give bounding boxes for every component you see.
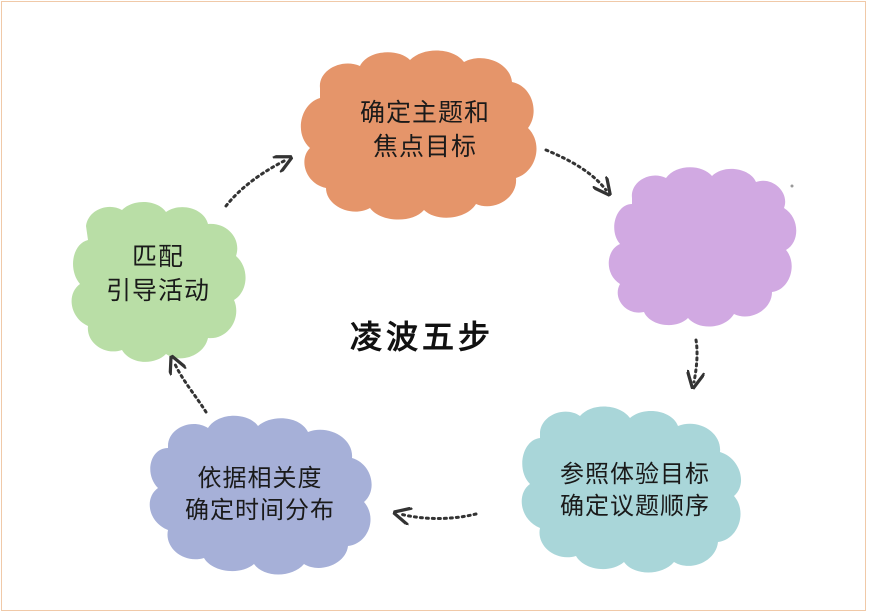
step-3-line-1: 参照体验目标 xyxy=(560,460,710,488)
step-5-line-1: 匹配 xyxy=(131,242,184,271)
cloud-step-4 xyxy=(149,415,372,575)
step-5-line-2: 引导活动 xyxy=(105,275,210,305)
step-4-line-2: 确定时间分布 xyxy=(185,496,335,525)
diagram-title: 凌波五步 xyxy=(349,318,494,356)
step-1-line-1: 确定主题和 xyxy=(359,98,490,127)
step-3-label: 参照体验目标 确定议题顺序 xyxy=(530,458,740,523)
arrow-4-to-5 xyxy=(174,362,208,414)
cloud-step-2 xyxy=(608,167,797,327)
step-5-label: 匹配 引导活动 xyxy=(78,240,238,308)
cloud-step-5 xyxy=(71,201,246,362)
arrow-1-to-2 xyxy=(544,148,606,190)
step-1-label: 确定主题和 焦点目标 xyxy=(330,96,520,164)
cloud-step-1 xyxy=(300,50,537,220)
step-4-label: 依据相关度 确定时间分布 xyxy=(160,462,360,527)
step-3-line-2: 确定议题顺序 xyxy=(560,492,710,521)
speck xyxy=(790,184,794,188)
arrow-2-to-3 xyxy=(694,338,697,382)
arrow-3-to-4 xyxy=(400,514,478,519)
step-1-line-2: 焦点目标 xyxy=(372,131,477,161)
step-4-line-1: 依据相关度 xyxy=(197,464,323,492)
arrow-5-to-1 xyxy=(224,160,286,208)
cloud-step-3 xyxy=(521,406,742,573)
